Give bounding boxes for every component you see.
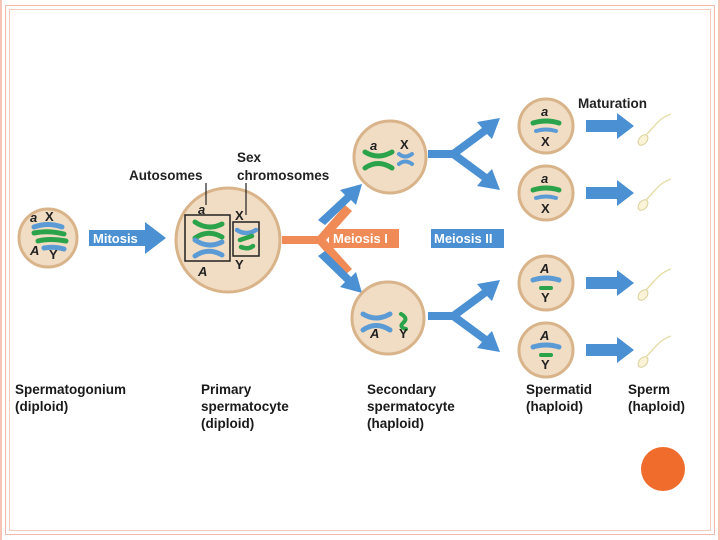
- accent-dot: [641, 447, 685, 491]
- arrow-to-secondary-top: [318, 184, 362, 225]
- sperm-2: [635, 178, 672, 213]
- slide-frame-inner: [9, 9, 711, 531]
- primary-x-label: X: [235, 208, 244, 223]
- primary-spermatocyte-cell: a X A Y: [174, 186, 282, 294]
- meiosis-1-label: Meiosis I: [333, 231, 388, 246]
- spermatid-3-y: Y: [541, 290, 550, 305]
- left-edge-stripe: [0, 0, 2, 540]
- spermatid-1-allele: a: [541, 104, 548, 119]
- meiosis-2-fork-bottom: [428, 280, 500, 352]
- maturation-label: Maturation: [578, 96, 647, 111]
- maturation-arrows: [586, 113, 634, 363]
- spermatid-4-y: Y: [541, 357, 550, 372]
- right-edge-stripe: [718, 0, 720, 540]
- maturation-arrow-3: [586, 270, 634, 296]
- sperm-cells: [635, 113, 672, 370]
- maturation-arrow-2: [586, 180, 634, 206]
- primary-y-label: Y: [235, 257, 244, 272]
- secondary-bottom-allele-A: A: [369, 326, 379, 341]
- autosomes-label: Autosomes: [129, 168, 203, 183]
- spermatid-4-allele: A: [539, 328, 549, 343]
- spermatid-1-x: X: [541, 134, 550, 149]
- x-chromosome-label: X: [45, 209, 54, 224]
- spermatid-3: A Y: [517, 254, 575, 312]
- caption-spermatogonium: Spermatogonium (diploid): [15, 382, 127, 414]
- spermatid-4: A Y: [517, 321, 575, 379]
- mitosis-arrow: Mitosis: [89, 222, 166, 254]
- spermatid-2: a X: [517, 164, 575, 222]
- secondary-bottom-y: Y: [399, 326, 408, 341]
- caption-primary-spermatocyte: Primary spermatocyte (diploid): [201, 382, 289, 431]
- allele-a-label: a: [30, 210, 37, 225]
- maturation-arrow-4: [586, 337, 634, 363]
- secondary-spermatocyte-bottom: A Y: [350, 280, 426, 356]
- y-chromosome-label: Y: [49, 247, 58, 262]
- spermatid-3-allele: A: [539, 261, 549, 276]
- arrow-to-secondary-bottom: [318, 251, 362, 293]
- primary-allele-A-label: A: [197, 264, 207, 279]
- sex-chromosomes-label: Sex chromosomes: [237, 150, 329, 183]
- sperm-3: [635, 268, 672, 303]
- meiosis-1-arrow: Meiosis I: [282, 205, 399, 275]
- spermatogonium-cell: a X A Y: [17, 207, 79, 269]
- meiosis-2-label: Meiosis II: [434, 231, 493, 246]
- sperm-1: [635, 113, 672, 148]
- sperm-4: [635, 335, 672, 370]
- spermatid-1: a X: [517, 97, 575, 155]
- meiosis-2-label-box: Meiosis II: [431, 229, 504, 248]
- allele-A-label: A: [29, 243, 39, 258]
- secondary-spermatocyte-top: a X: [352, 119, 428, 195]
- secondary-top-x: X: [400, 137, 409, 152]
- primary-allele-a-label: a: [198, 202, 205, 217]
- mitosis-label: Mitosis: [93, 231, 138, 246]
- caption-spermatid: Spermatid (haploid): [526, 382, 593, 414]
- slide-frame-outer: [5, 5, 715, 535]
- caption-sperm: Sperm (haploid): [628, 382, 685, 414]
- spermatid-2-x: X: [541, 201, 550, 216]
- maturation-arrow-1: [586, 113, 634, 139]
- meiosis-2-fork-top: [428, 118, 500, 190]
- caption-secondary-spermatocyte: Secondary spermatocyte (haploid): [367, 382, 455, 431]
- secondary-top-allele-a: a: [370, 138, 377, 153]
- spermatid-2-allele: a: [541, 171, 548, 186]
